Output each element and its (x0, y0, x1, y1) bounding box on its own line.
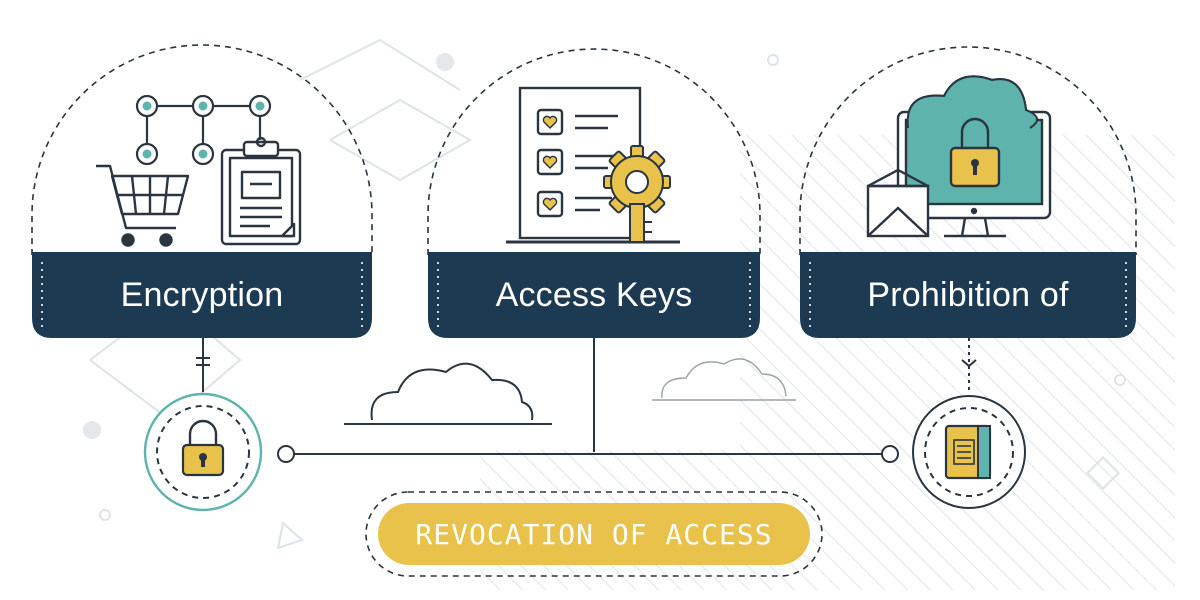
connectors (196, 338, 977, 463)
clipboard-icon (220, 136, 302, 246)
shopping-cart-icon (96, 164, 190, 247)
cloud-outline-icon (652, 358, 796, 401)
panel-label-encryption: Encryption (120, 275, 284, 314)
panel-arches (31, 44, 1137, 255)
network-nodes-icon (135, 94, 272, 166)
panel-bars (32, 252, 1136, 338)
padlock-icon (949, 117, 1001, 188)
gear-key-icon (603, 145, 671, 243)
panel-label-access-keys: Access Keys (495, 275, 693, 314)
revocation-label: REVOCATION OF ACCESS (415, 517, 773, 551)
book-circle-icon (912, 395, 1026, 509)
cloud-icon (344, 362, 552, 425)
envelope-icon (866, 168, 930, 238)
padlock-circle-icon (143, 392, 263, 512)
background-decor (83, 38, 1126, 550)
revocation-pill (365, 491, 823, 577)
panel-label-prohibition: Prohibition of (867, 275, 1069, 314)
